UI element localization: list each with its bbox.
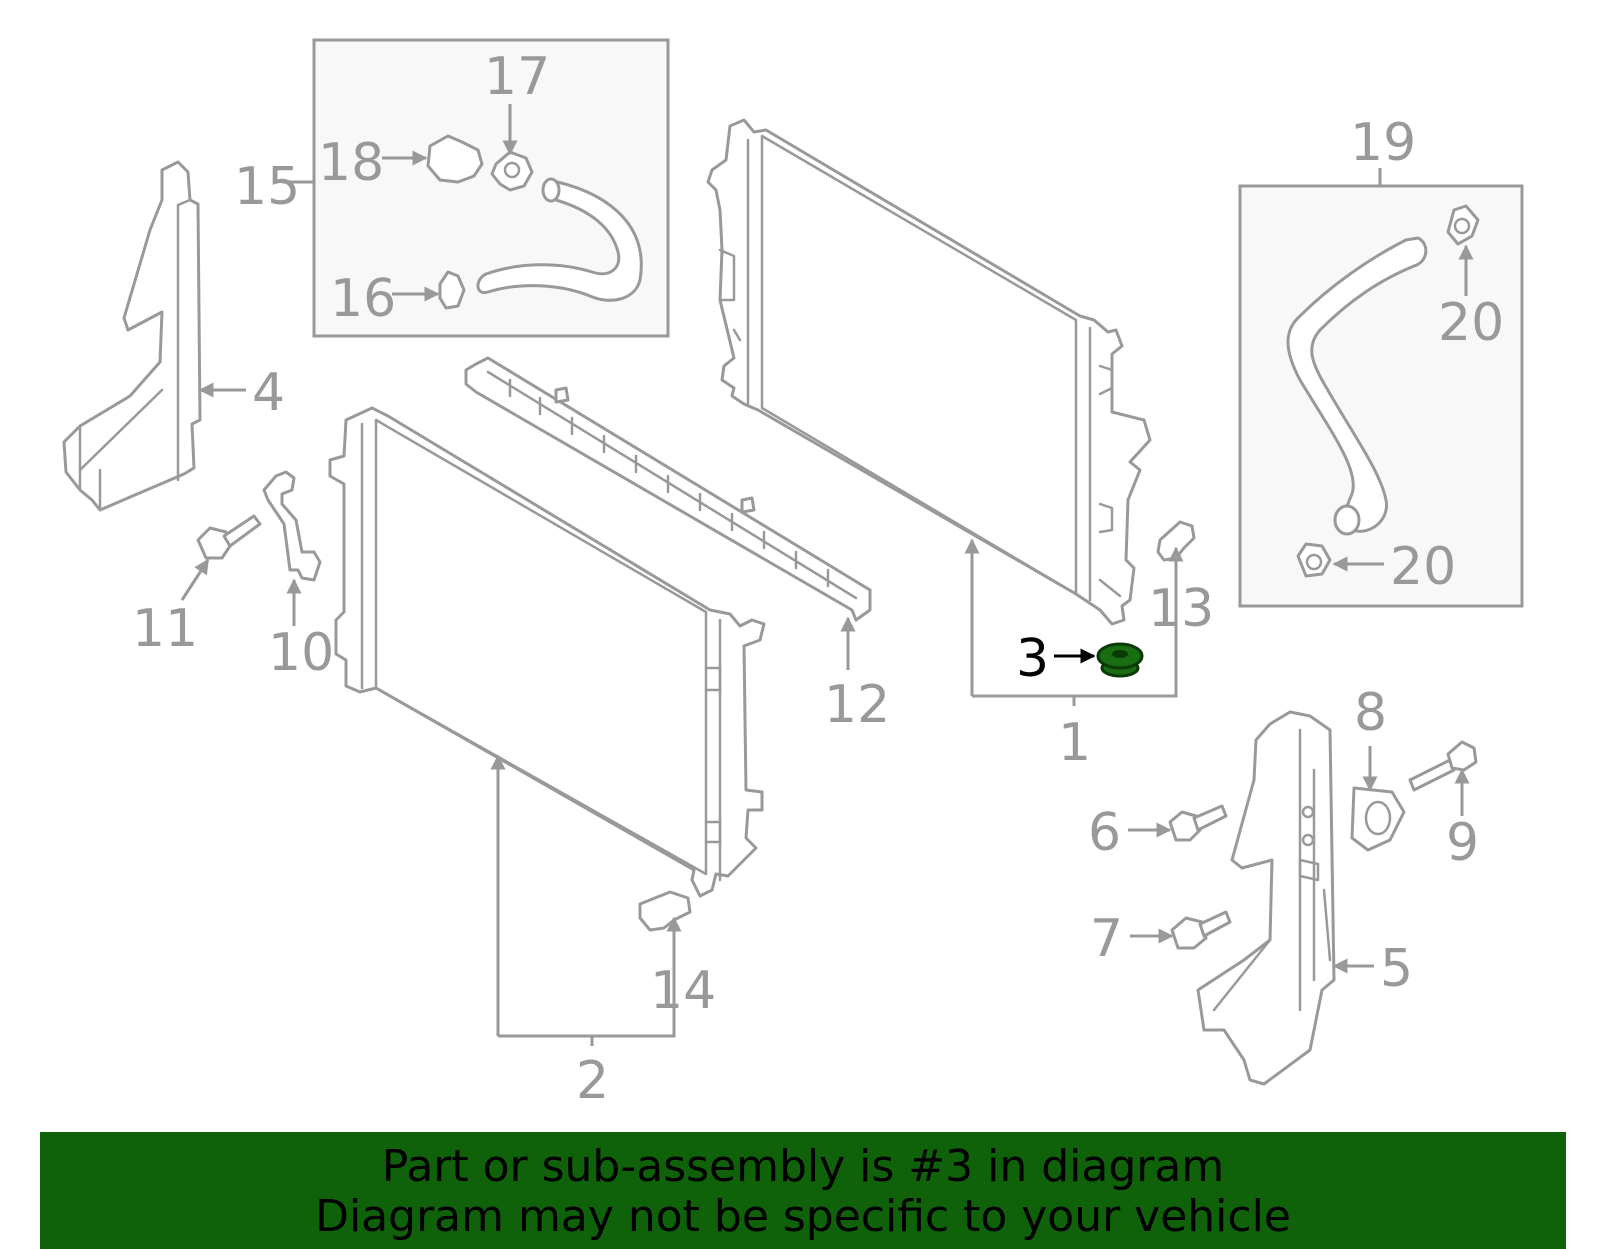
callout-9: 9 [1446, 813, 1479, 873]
radiator-1 [706, 118, 1152, 626]
callout-labels: 1 2 3 4 5 6 7 8 9 10 11 12 13 14 15 16 1… [132, 47, 1504, 1111]
leader-lines [180, 104, 1474, 1046]
drain-plug-13 [1156, 520, 1196, 562]
banner-line-1: Part or sub-assembly is #3 in diagram [381, 1141, 1225, 1192]
hose-box-19 [1238, 184, 1524, 608]
callout-4: 4 [252, 363, 285, 423]
callout-1: 1 [1058, 713, 1091, 773]
callout-15: 15 [234, 157, 300, 217]
callout-7: 7 [1090, 909, 1123, 969]
air-guide-4 [62, 160, 202, 512]
callout-14: 14 [650, 961, 716, 1021]
bolt-11 [196, 514, 262, 560]
parts-diagram: 1 2 3 4 5 6 7 8 9 10 11 12 13 14 15 16 1… [62, 38, 1524, 1111]
callout-19: 19 [1350, 113, 1416, 173]
bolt-9 [1408, 740, 1478, 792]
callout-20-bottom: 20 [1390, 537, 1456, 597]
info-banner: Part or sub-assembly is #3 in diagram Di… [40, 1132, 1566, 1249]
callout-6: 6 [1088, 803, 1121, 863]
bolt-6 [1168, 804, 1228, 842]
callout-5: 5 [1380, 939, 1413, 999]
radiator-2 [328, 406, 766, 898]
callout-17: 17 [484, 47, 550, 107]
callout-11: 11 [132, 599, 198, 659]
banner-line-2: Diagram may not be specific to your vehi… [315, 1191, 1291, 1242]
callout-20-top: 20 [1438, 293, 1504, 353]
grommet-3-highlighted [1096, 642, 1144, 678]
bolt-7 [1170, 910, 1232, 950]
air-seal-12 [464, 356, 872, 622]
callout-8: 8 [1354, 683, 1387, 743]
callout-10: 10 [268, 623, 334, 683]
hose-kit-box-15 [312, 38, 670, 338]
bracket-10 [262, 470, 322, 582]
callout-3: 3 [1016, 629, 1049, 689]
callout-16: 16 [330, 269, 396, 329]
callout-2: 2 [576, 1051, 609, 1111]
callout-12: 12 [824, 675, 890, 735]
callout-18: 18 [318, 133, 384, 193]
drain-plug-14 [638, 890, 692, 932]
bracket-8 [1350, 786, 1406, 852]
callout-13: 13 [1148, 579, 1214, 639]
